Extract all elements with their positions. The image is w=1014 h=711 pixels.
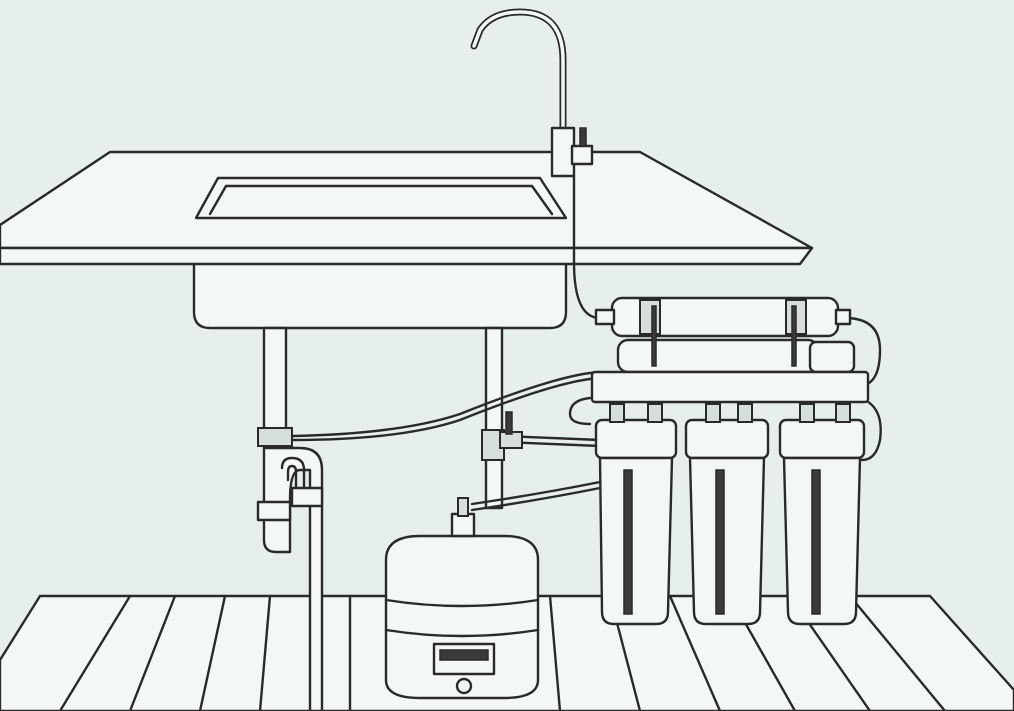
drain-pipes: [256, 326, 505, 711]
mounting-bracket: [590, 370, 870, 404]
membrane-housings: [594, 296, 856, 374]
countertop: [0, 150, 814, 266]
filter-housings: [594, 403, 866, 626]
faucet-icon: [470, 8, 594, 264]
sink-basin: [192, 260, 568, 330]
shutoff-valve: [499, 411, 523, 449]
filter-housing-icon: [594, 403, 678, 626]
pressure-tank-icon: [384, 497, 540, 700]
filter-housing-icon: [778, 403, 866, 626]
filter-housing-icon: [684, 403, 770, 626]
